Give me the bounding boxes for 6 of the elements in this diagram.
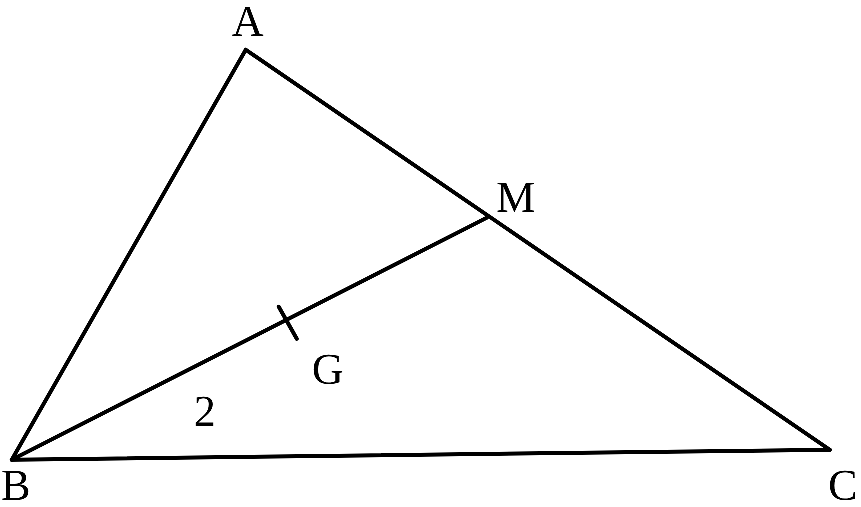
vertex-label: B [1, 464, 31, 507]
point-label: M [496, 176, 536, 220]
point-label: G [312, 348, 344, 392]
vertex-label: A [232, 0, 264, 44]
vertex-label: C [828, 464, 858, 507]
length-label: 2 [194, 390, 216, 434]
